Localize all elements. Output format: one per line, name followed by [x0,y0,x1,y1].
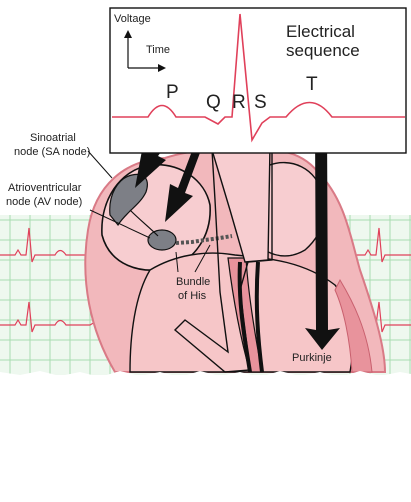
t-wave-label: T [306,74,318,95]
voltage-axis-label: Voltage [114,13,151,25]
voltage-axis-arrowhead [124,30,132,38]
s-wave-label: S [254,92,267,113]
ecg-inset-panel [109,7,407,154]
inset-title-line2: sequence [286,41,360,60]
sa-node-label-line1: Sinoatrial [30,132,76,144]
right-ventricle-wall [334,278,373,373]
ecg-main-trace [112,13,405,143]
sa-node-label-line2: node (SA node) [14,146,90,158]
qrs-pathway-outline [173,144,273,373]
inset-title-line1: Electrical [286,22,355,41]
ventricular-activation-arrow [305,125,340,350]
time-axis-arrowhead [158,64,166,72]
bundle-label-line1: Bundle [176,276,210,288]
av-node-label-line1: Atrioventricular [8,182,82,194]
bundle-label-line2: of His [178,290,207,302]
internodal-pathway [129,209,159,237]
torn-bottom-edge [0,371,411,380]
av-node [147,229,177,251]
purkinje-label: Purkinje [292,352,332,364]
sa-node [109,173,148,227]
r-wave-label: R [232,92,246,113]
leader-lines [87,150,211,273]
av-node-label-line2: node (AV node) [6,196,82,208]
bundle-of-his [175,234,233,245]
time-axis-label: Time [146,44,170,56]
heart [84,144,387,373]
p-wave-label: P [166,82,179,103]
q-wave-label: Q [206,92,221,113]
